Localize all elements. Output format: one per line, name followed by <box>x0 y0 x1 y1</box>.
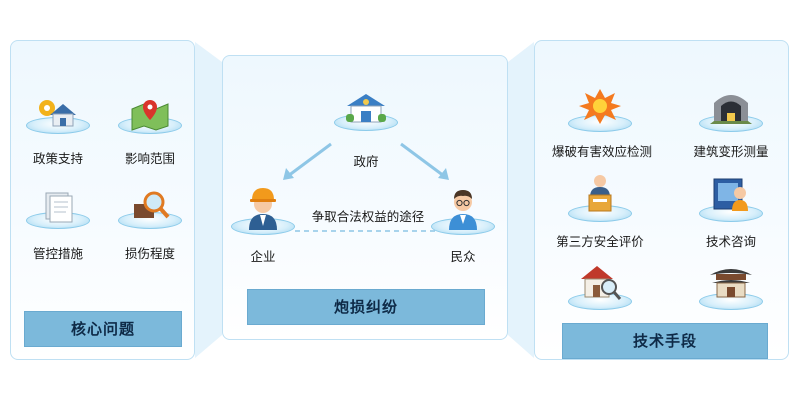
core-issues-banner: 核心问题 <box>24 311 182 347</box>
blasting-dispute-banner: 炮损纠纷 <box>247 289 485 325</box>
technical-means-panel: 爆破有害效应检测 建筑变形测量 第三方安全评价 技术咨询 <box>534 40 789 360</box>
node-label: 民众 <box>450 249 476 264</box>
house-magnifier-icon <box>581 266 622 300</box>
map-pin-icon <box>131 100 169 131</box>
banner-title: 核心问题 <box>70 320 135 338</box>
item-label: 爆破有害效应检测 <box>552 144 653 159</box>
documents-icon <box>45 192 73 223</box>
relation-text: 争取合法权益的途径 <box>311 209 425 224</box>
item-label: 损伤程度 <box>124 246 175 261</box>
item-label: 技术咨询 <box>705 234 756 249</box>
banner-title: 技术手段 <box>632 332 697 350</box>
item-label: 第三方安全评价 <box>556 234 644 249</box>
government-building-icon <box>346 94 386 123</box>
magnifier-icon <box>134 191 170 219</box>
worker-hardhat-icon <box>249 188 277 230</box>
person-glasses-icon <box>449 190 477 230</box>
explosion-icon <box>579 89 621 124</box>
item-label: 管控措施 <box>32 246 83 261</box>
core-issues-panel: 政策支持 影响范围 管控措施 损伤程度 核心问题 <box>10 40 195 360</box>
item-label: 政策支持 <box>32 151 83 166</box>
banner-title: 炮损纠纷 <box>333 298 398 316</box>
tunnel-icon <box>710 95 752 124</box>
item-label: 建筑变形测量 <box>693 144 769 159</box>
pagoda-house-icon <box>710 269 752 298</box>
speaker-podium-icon <box>588 175 612 212</box>
technical-means-banner: 技术手段 <box>562 323 768 359</box>
blasting-dispute-panel: 政府 企业 民众 争取合法权益的途径 炮损纠纷 <box>222 55 508 340</box>
house-gear-icon <box>39 100 76 127</box>
consultant-icon <box>713 178 748 211</box>
relation-arrows <box>283 142 449 232</box>
node-label: 企业 <box>250 249 276 264</box>
item-label: 影响范围 <box>124 151 175 166</box>
node-label: 政府 <box>353 154 379 169</box>
